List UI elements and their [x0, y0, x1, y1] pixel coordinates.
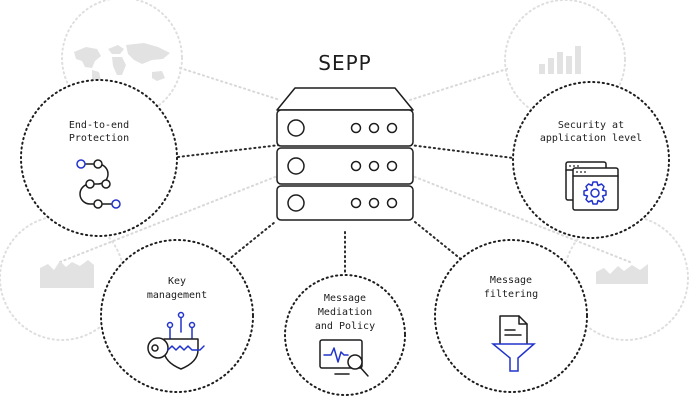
ghost-circle-top-left: [61, 0, 183, 119]
node-label: management: [147, 290, 207, 301]
node-end-to-end-protection: End-to-end Protection: [20, 79, 178, 237]
monitor-magnifier-icon: [319, 339, 369, 377]
node-label: End-to-end: [69, 120, 129, 131]
node-label: Message: [324, 293, 366, 304]
node-label: Mediation: [318, 307, 372, 318]
page-title: SEPP: [318, 51, 371, 75]
server-icon: [276, 87, 414, 221]
connection-links: [177, 144, 514, 273]
ghost-circle-top-right: [504, 0, 626, 121]
bar-chart-icon: [539, 46, 581, 74]
node-label: Key: [168, 276, 186, 287]
area-chart-icon: [40, 260, 94, 288]
ghost-decorations: [0, 0, 689, 341]
link-filtering: [414, 221, 463, 261]
node-label: Message: [490, 275, 532, 286]
world-map-icon: [74, 43, 170, 90]
node-label: and Policy: [315, 321, 375, 332]
ghost-circle-right: [563, 215, 689, 341]
document-funnel-icon: [490, 315, 536, 372]
route-path-icon: [76, 159, 121, 209]
link-end-to-end: [177, 144, 281, 158]
key-shield-icon: [147, 311, 205, 370]
node-security-application-level: Security at application level: [512, 81, 670, 239]
node-label: Security at: [558, 120, 624, 131]
node-label: Protection: [69, 133, 129, 144]
node-message-filtering: Message filtering: [434, 239, 588, 393]
node-message-mediation-policy: Message Mediation and Policy: [284, 274, 406, 396]
window-gear-icon: [565, 161, 619, 211]
link-security: [409, 144, 514, 159]
node-label: filtering: [484, 289, 538, 300]
area-chart-icon: [596, 264, 648, 284]
node-key-management: Key management: [100, 239, 254, 393]
link-key-management: [227, 221, 276, 261]
node-label: application level: [540, 133, 642, 144]
